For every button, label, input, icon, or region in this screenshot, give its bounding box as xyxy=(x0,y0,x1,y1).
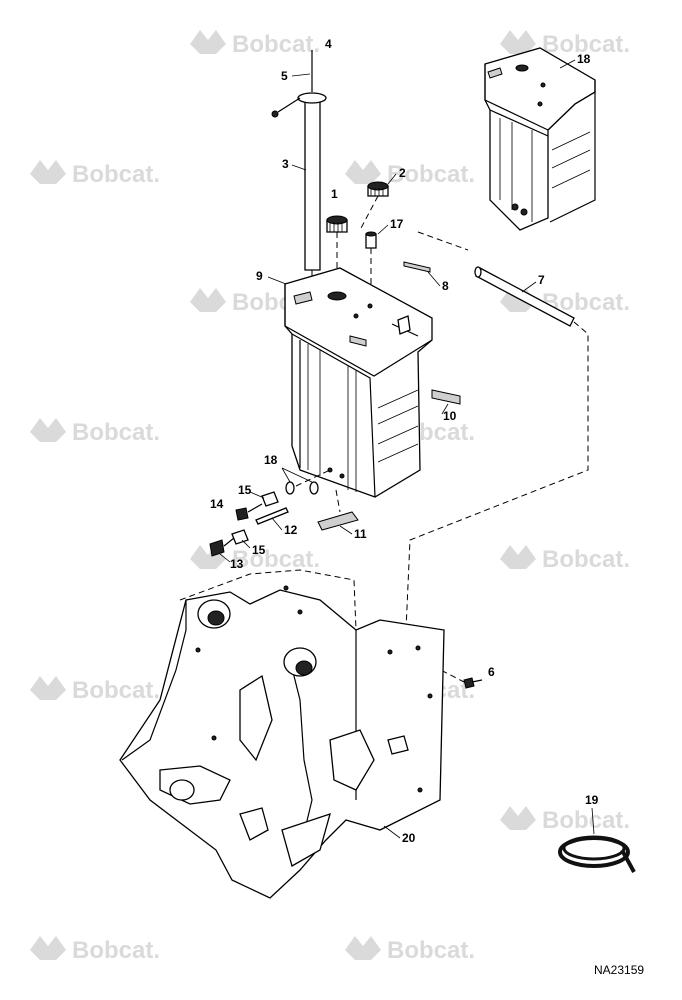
part-13-fitting: 13 xyxy=(209,537,244,571)
watermark-text: Bobcat. xyxy=(72,937,160,964)
watermark: Bobcat. xyxy=(500,30,630,58)
figure-id: NA23159 xyxy=(594,963,644,977)
callout-11: 11 xyxy=(354,527,367,541)
part-15-nut: 15 xyxy=(238,483,279,507)
callout-8: 8 xyxy=(442,279,449,293)
watermark: Bobcat. xyxy=(30,936,160,964)
part-20-chassis-frame: 20 xyxy=(119,569,445,899)
watermark: Bobcat. xyxy=(190,545,320,573)
watermark: Bobcat. xyxy=(30,676,160,704)
callout-3: 3 xyxy=(282,157,289,171)
part-17-washer: 18 xyxy=(264,453,331,495)
part-1-fuel-cap: 1 xyxy=(326,187,348,290)
part-11-strip: 11 xyxy=(317,489,367,541)
watermark-text: Bobcat. xyxy=(72,161,160,188)
callout-17: 18 xyxy=(264,453,278,467)
part-16-fitting: 17 xyxy=(365,217,404,305)
callout-20: 20 xyxy=(402,831,416,845)
watermark: Bobcat. xyxy=(500,545,630,573)
callout-16: 17 xyxy=(390,217,404,231)
watermark-text: Bobcat. xyxy=(387,161,475,188)
watermark: Bobcat. xyxy=(30,418,160,446)
callout-1: 1 xyxy=(331,187,338,201)
watermark-text: Bobcat. xyxy=(542,31,630,58)
watermark-text: Bobcat. xyxy=(542,807,630,834)
callout-9: 9 xyxy=(256,269,263,283)
callout-7: 7 xyxy=(538,273,545,287)
callout-18: 18 xyxy=(577,52,591,66)
callout-15: 15 xyxy=(238,483,252,497)
watermark-text: Bobcat. xyxy=(387,937,475,964)
callout-6: 6 xyxy=(488,665,495,679)
part-10-decal: 10 xyxy=(431,389,461,423)
callout-5: 5 xyxy=(281,69,288,83)
watermark: Bobcat. xyxy=(30,160,160,188)
callout-2: 2 xyxy=(399,166,406,180)
callout-19: 19 xyxy=(585,793,599,807)
callout-13: 13 xyxy=(230,557,244,571)
part-3-sender-tube: 4 5 3 xyxy=(271,37,332,290)
part-9-fuel-tank: 9 xyxy=(256,267,433,498)
watermark-text: Bobcat. xyxy=(232,546,320,573)
watermark: Bobcat. xyxy=(345,160,475,188)
callout-15b: 15 xyxy=(252,543,266,557)
part-8-decal: 8 xyxy=(403,261,449,293)
part-7-hose: 7 xyxy=(405,231,589,631)
part-2-vent-cap: 2 xyxy=(359,166,406,231)
callout-12: 12 xyxy=(284,523,298,537)
part-14-fitting: 14 xyxy=(210,497,263,521)
part-18-tank-assembly: 18 xyxy=(484,47,596,231)
callout-10: 10 xyxy=(443,409,457,423)
watermark-text: Bobcat. xyxy=(542,546,630,573)
callout-4: 4 xyxy=(325,37,332,51)
watermark-text: Bobcat. xyxy=(232,31,320,58)
watermark-text: Bobcat. xyxy=(72,677,160,704)
watermark: Bobcat. xyxy=(345,936,475,964)
watermark: Bobcat. xyxy=(500,806,630,834)
callout-14: 14 xyxy=(210,497,224,511)
part-15b-nut: 15 xyxy=(231,529,266,557)
part-19-hose-coil: 19 xyxy=(558,793,636,873)
watermark-text: Bobcat. xyxy=(72,419,160,446)
part-12-tube: 12 xyxy=(255,507,298,537)
watermark: Bobcat. xyxy=(190,30,320,58)
